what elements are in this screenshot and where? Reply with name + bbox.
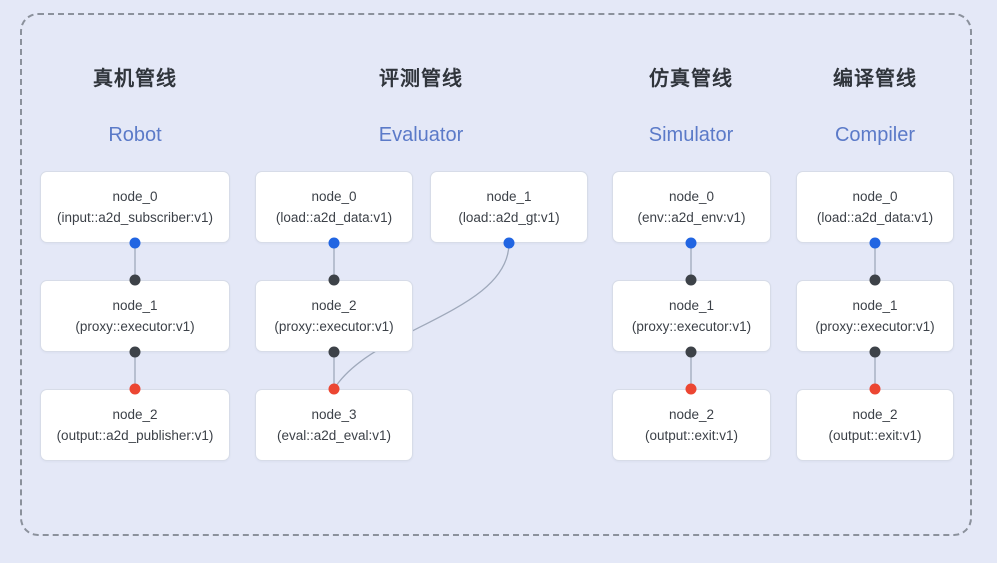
node-name: node_2 <box>852 407 898 422</box>
node-type: (load::a2d_data:v1) <box>275 210 393 225</box>
node-box-compiler-node2: node_2 (output::exit:v1) <box>796 389 954 461</box>
node-type: (output::exit:v1) <box>828 428 922 443</box>
node-name: node_0 <box>112 189 158 204</box>
node-type: (load::a2d_data:v1) <box>816 210 934 225</box>
node-type: (output::a2d_publisher:v1) <box>56 428 214 443</box>
pipeline-title-en-robot: Robot <box>108 124 162 146</box>
pipeline-title-zh-simulator: 仿真管线 <box>649 68 733 90</box>
node-box-simulator-node2: node_2 (output::exit:v1) <box>612 389 771 461</box>
node-box-compiler-node1: node_1 (proxy::executor:v1) <box>796 280 954 352</box>
node-type: (proxy::executor:v1) <box>274 319 394 334</box>
node-box-robot-node0: node_0 (input::a2d_subscriber:v1) <box>40 171 230 243</box>
node-box-evaluator-node2: node_2 (proxy::executor:v1) <box>255 280 413 352</box>
node-box-simulator-node1: node_1 (proxy::executor:v1) <box>612 280 771 352</box>
node-box-evaluator-node1: node_1 (load::a2d_gt:v1) <box>430 171 588 243</box>
node-box-evaluator-node0: node_0 (load::a2d_data:v1) <box>255 171 413 243</box>
node-name: node_3 <box>311 407 357 422</box>
pipeline-title-zh-robot: 真机管线 <box>93 68 177 90</box>
node-name: node_0 <box>852 189 898 204</box>
node-name: node_1 <box>486 189 532 204</box>
pipeline-title-en-compiler: Compiler <box>834 124 916 146</box>
dashed-frame <box>20 13 972 536</box>
node-box-robot-node2: node_2 (output::a2d_publisher:v1) <box>40 389 230 461</box>
node-name: node_1 <box>668 298 715 313</box>
pipeline-title-zh-compiler: 编译管线 <box>833 68 917 90</box>
node-name: node_1 <box>852 298 898 313</box>
node-name: node_1 <box>112 298 158 313</box>
node-name: node_0 <box>311 189 357 204</box>
node-box-simulator-node0: node_0 (env::a2d_env:v1) <box>612 171 771 243</box>
pipeline-title-en-evaluator: Evaluator <box>378 124 464 146</box>
node-box-robot-node1: node_1 (proxy::executor:v1) <box>40 280 230 352</box>
node-type: (output::exit:v1) <box>644 428 739 443</box>
node-type: (proxy::executor:v1) <box>631 319 752 334</box>
node-box-compiler-node0: node_0 (load::a2d_data:v1) <box>796 171 954 243</box>
node-name: node_0 <box>668 189 715 204</box>
pipeline-title-zh-evaluator: 评测管线 <box>379 68 463 90</box>
node-name: node_2 <box>112 407 158 422</box>
node-type: (proxy::executor:v1) <box>815 319 935 334</box>
node-type: (env::a2d_env:v1) <box>637 210 746 225</box>
node-type: (input::a2d_subscriber:v1) <box>56 210 214 225</box>
node-name: node_2 <box>311 298 357 313</box>
node-type: (load::a2d_gt:v1) <box>458 210 560 225</box>
node-box-evaluator-node3: node_3 (eval::a2d_eval:v1) <box>255 389 413 461</box>
node-type: (eval::a2d_eval:v1) <box>276 428 392 443</box>
pipeline-title-en-simulator: Simulator <box>648 124 734 146</box>
node-type: (proxy::executor:v1) <box>75 319 195 334</box>
node-name: node_2 <box>668 407 715 422</box>
